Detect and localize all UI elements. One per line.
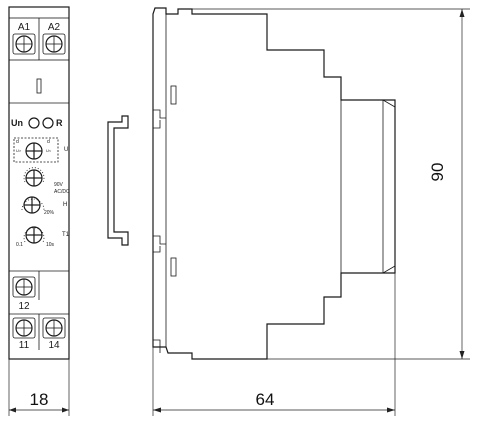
front-view: A1 A2 Un R [8, 6, 70, 360]
knob-u-label: U [64, 147, 68, 153]
led-un-label: Un [11, 118, 23, 128]
knob-h-label: H [63, 202, 67, 208]
din-rail-profile [107, 115, 129, 246]
terminal-screw-a2 [42, 33, 66, 55]
front-housing [8, 6, 70, 360]
led-row: Un R [11, 117, 63, 129]
voltage-max-label: 90V [54, 182, 64, 188]
t1-min-label: 0.1 [16, 242, 23, 248]
hysteresis-knob: H 20% [21, 196, 67, 216]
terminal-a2-label: A2 [48, 22, 61, 33]
scale-mark-u-over: U> [16, 148, 22, 153]
knob-t1-label: T1 [62, 232, 70, 238]
terminal-screw-a1 [12, 33, 36, 55]
terminal-12-label: 12 [18, 301, 30, 312]
front-slot [36, 78, 42, 94]
depth-value: 64 [256, 390, 275, 409]
function-knob: d U> U< d U [13, 137, 68, 163]
scale-mark-d1: d [16, 139, 19, 145]
height-dimension: 90 [192, 8, 470, 360]
bottom-terminal-block: 11 14 [12, 314, 66, 351]
voltage-type-label: AC/DC [54, 189, 70, 195]
side-view [152, 7, 396, 360]
terminal-screw-14 [42, 317, 66, 339]
height-value: 90 [428, 163, 447, 182]
led-r-label: R [56, 118, 63, 128]
terminal-block-12: 12 [12, 271, 40, 312]
depth-dimension: 64 [152, 273, 396, 416]
width-dimension: 18 [8, 359, 70, 416]
terminal-a1-label: A1 [18, 22, 31, 33]
led-r [42, 117, 54, 129]
voltage-knob: 90V AC/DC [23, 167, 70, 195]
side-housing [152, 7, 396, 360]
terminal-11-label: 11 [19, 340, 30, 351]
h-max-label: 20% [44, 210, 55, 216]
led-un [28, 117, 40, 129]
scale-mark-u-under: U< [46, 148, 52, 153]
terminal-14-label: 14 [48, 340, 60, 351]
t1-max-label: 10s [46, 242, 55, 248]
terminal-screw-11 [12, 317, 36, 339]
scale-mark-d2: d [47, 139, 50, 145]
top-terminal-block: A1 A2 [8, 17, 70, 61]
time-knob: T1 0.1 10s [16, 226, 70, 248]
width-value: 18 [30, 390, 49, 409]
